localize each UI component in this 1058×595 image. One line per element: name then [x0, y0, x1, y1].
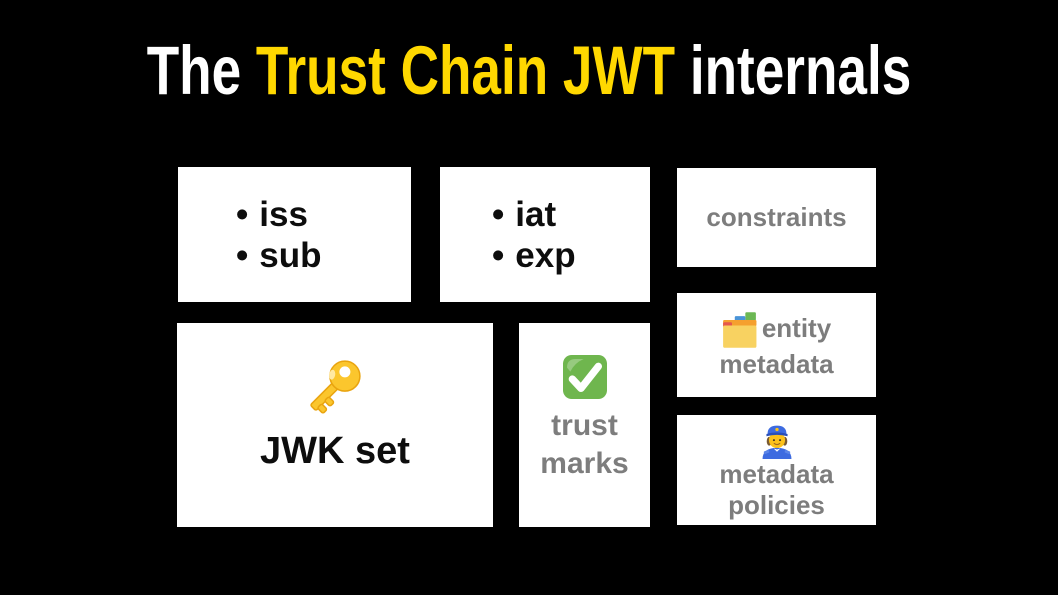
box-trust-marks: trust marks: [519, 323, 650, 527]
key-icon: [299, 350, 371, 422]
check-mark-icon: [561, 353, 609, 401]
metadata-policies-label: metadata policies: [719, 459, 834, 520]
claim-exp: exp: [515, 235, 576, 275]
bullet-line-iss: •iss: [236, 194, 411, 235]
trust-marks-label: trust marks: [540, 409, 629, 480]
bullet-glyph: •: [236, 194, 249, 234]
box-entity-metadata: entity metadata: [677, 293, 876, 397]
claim-iat: iat: [515, 194, 557, 234]
box-constraints: constraints: [677, 168, 876, 267]
constraints-label: constraints: [706, 202, 847, 232]
bullet-glyph: •: [492, 235, 505, 275]
police-officer-icon: [757, 419, 797, 459]
claim-sub: sub: [259, 235, 322, 275]
claim-iss: iss: [259, 194, 308, 234]
title-highlight: Trust Chain JWT: [255, 32, 676, 109]
page-title: The Trust Chain JWT internals: [122, 36, 937, 106]
entity-metadata-text: entity metadata: [685, 311, 868, 379]
box-metadata-policies: metadata policies: [677, 415, 876, 525]
bullet-line-iat: •iat: [492, 194, 650, 235]
title-suffix: internals: [675, 32, 912, 109]
entity-metadata-label: entity metadata: [719, 312, 834, 379]
box-iss-sub: •iss •sub: [178, 167, 411, 302]
bullet-line-exp: •exp: [492, 235, 650, 276]
title-prefix: The: [146, 32, 256, 109]
bullet-line-sub: •sub: [236, 235, 411, 276]
card-index-dividers-icon: [722, 312, 762, 348]
bullet-glyph: •: [492, 194, 505, 234]
box-jwk-set: JWK set: [177, 323, 493, 527]
bullet-glyph: •: [236, 235, 249, 275]
jwk-set-label: JWK set: [260, 430, 410, 472]
box-iat-exp: •iat •exp: [440, 167, 650, 302]
